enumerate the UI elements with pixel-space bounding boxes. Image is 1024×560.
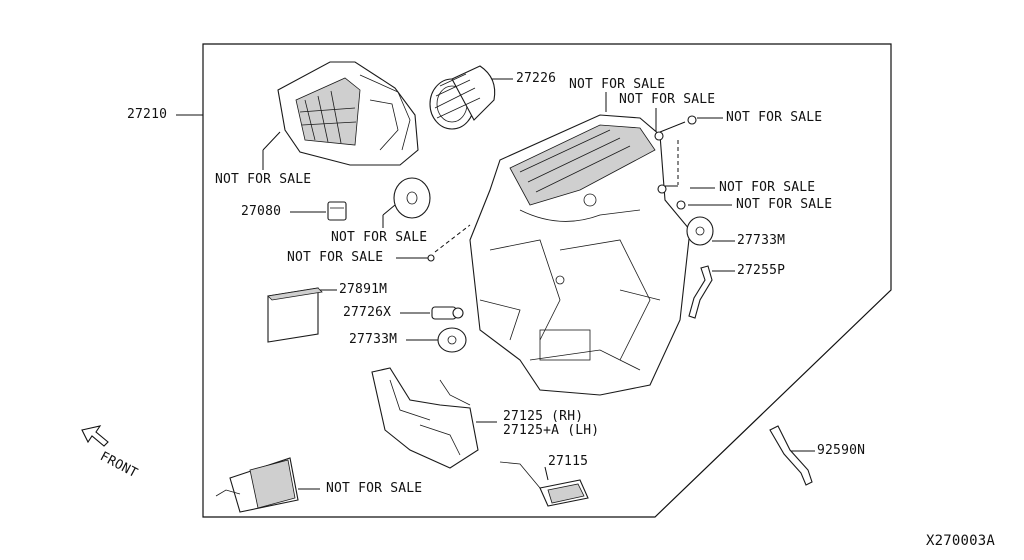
not-for-sale-label-8: NOT FOR SALE <box>287 250 384 265</box>
sensor-part <box>431 306 464 320</box>
not-for-sale-label-2: NOT FOR SALE <box>619 92 716 107</box>
evaporator-part <box>215 457 299 513</box>
cabin-filter-part <box>267 287 323 343</box>
assembly-border <box>202 43 892 518</box>
part-label-27255P: 27255P <box>737 263 786 278</box>
part-label-27115: 27115 <box>548 454 589 469</box>
part-label-27891M: 27891M <box>339 282 388 297</box>
intake-housing-part <box>277 61 419 166</box>
actuator-right-part <box>686 216 714 246</box>
pipe-part <box>769 425 813 486</box>
not-for-sale-label-4: NOT FOR SALE <box>215 172 312 187</box>
not-for-sale-label-1: NOT FOR SALE <box>569 77 666 92</box>
blower-cover-part <box>393 177 431 219</box>
diagram-code: X270003A <box>926 533 996 549</box>
blower-fan-part <box>429 65 496 130</box>
not-for-sale-label-6: NOT FOR SALE <box>736 197 833 212</box>
part-label-92590N: 92590N <box>817 443 866 458</box>
not-for-sale-label-7: NOT FOR SALE <box>331 230 428 245</box>
not-for-sale-label-3: NOT FOR SALE <box>726 110 823 125</box>
clip-parts <box>427 115 697 262</box>
front-arrow-icon <box>81 425 109 447</box>
part-label-27726X: 27726X <box>343 305 392 320</box>
resistor-part <box>327 201 347 221</box>
part-label-27080: 27080 <box>241 204 282 219</box>
part-label-27210: 27210 <box>127 107 168 122</box>
heater-core-part <box>499 461 589 507</box>
part-label-27733M-left: 27733M <box>349 332 398 347</box>
part-label-27125: 27125 (RH) <box>503 409 584 424</box>
part-label-27226: 27226 <box>516 71 557 86</box>
not-for-sale-label-5: NOT FOR SALE <box>719 180 816 195</box>
part-label-27733M-right: 27733M <box>737 233 786 248</box>
part-label-27125A: 27125+A (LH) <box>503 423 600 438</box>
duct-part <box>371 367 479 469</box>
actuator-left-part <box>437 327 467 353</box>
leader-lines <box>176 78 815 490</box>
main-hvac-unit <box>469 114 691 396</box>
drain-hose-part <box>688 265 713 319</box>
not-for-sale-label-9: NOT FOR SALE <box>326 481 423 496</box>
